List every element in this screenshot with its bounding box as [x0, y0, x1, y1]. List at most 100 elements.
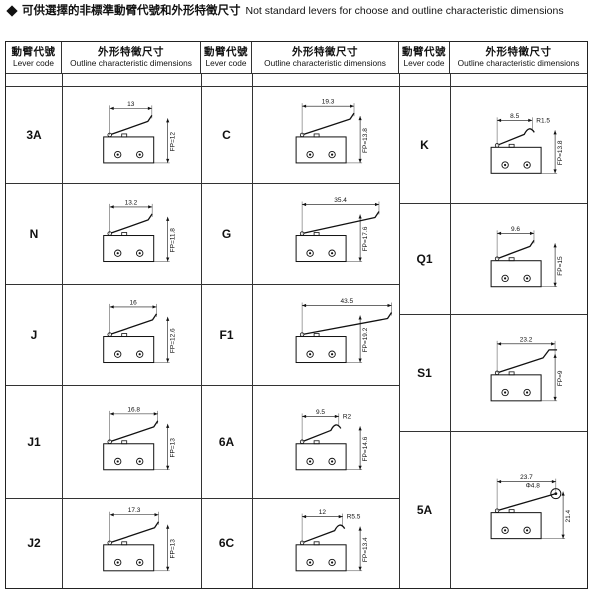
terminal-dot [526, 277, 529, 280]
actuator-button [313, 440, 320, 445]
header-dim-zh: 外形特徵尺寸 [98, 46, 164, 58]
column-divider [62, 74, 63, 588]
lever-diagram-g: 35.4FP=17.6 [295, 197, 380, 263]
terminal-hole [136, 150, 144, 159]
lever-code-n: N [29, 226, 39, 241]
lever-code-6a: 6A [218, 434, 235, 449]
terminal-dot [309, 460, 312, 463]
terminal-hole [306, 150, 314, 159]
actuator-button [508, 371, 515, 376]
header-dim-zh: 外形特徵尺寸 [292, 46, 358, 58]
length-value: 23.7 [520, 474, 533, 481]
terminal-hole [306, 249, 314, 257]
actuator-button [508, 257, 515, 262]
fp-value: FP=13.8 [362, 128, 369, 153]
actuator-button [121, 333, 128, 337]
terminal-hole [501, 388, 509, 397]
fp-value: FP=12 [170, 132, 177, 152]
terminal-hole [306, 558, 314, 567]
actuator-button [121, 541, 128, 546]
lever-diagram-j2: 17.3FP=13 [103, 507, 177, 572]
lever-arm [109, 213, 153, 235]
header-dimensions-3: 外形特徵尺寸 Outline characteristic dimensions [450, 42, 587, 74]
lever-arm [301, 112, 355, 136]
header-lever-code-1: 動臂代號 Lever code [6, 42, 62, 74]
lever-arm [301, 312, 393, 336]
terminal-hole [328, 350, 336, 358]
terminal-dot [526, 163, 529, 167]
dimension-arrows [302, 414, 339, 419]
row-divider [6, 385, 201, 386]
column-divider [399, 74, 400, 588]
lever-arm [496, 493, 557, 512]
row-divider [201, 183, 399, 184]
terminal-hole [328, 457, 336, 466]
terminal-dot [331, 561, 334, 564]
lever-code-j2: J2 [27, 536, 41, 550]
row-divider [6, 498, 201, 499]
switch-body [103, 544, 155, 572]
terminal-dot [504, 529, 507, 532]
terminal-hole [501, 526, 509, 534]
header-dim-en: Outline characteristic dimensions [264, 58, 386, 68]
length-value: 16.8 [127, 406, 140, 413]
terminal-dot [116, 561, 119, 564]
lever-diagram-j1: 16.8FP=13 [103, 406, 177, 471]
length-value: 8.5 [510, 113, 519, 120]
fp-value: FP=13 [170, 539, 177, 559]
terminal-hole [136, 457, 144, 466]
lever-arm [301, 424, 342, 443]
header-dim-zh: 外形特徵尺寸 [485, 46, 552, 58]
header-dimensions-1: 外形特徵尺寸 Outline characteristic dimensions [62, 42, 201, 74]
terminal-hole [136, 558, 144, 567]
switch-body [295, 136, 347, 164]
length-value: 13.2 [125, 199, 138, 206]
terminal-dot [331, 252, 334, 255]
terminal-dot [331, 353, 334, 356]
header-dim-en: Outline characteristic dimensions [70, 58, 192, 68]
radius-value: R1.5 [536, 117, 550, 124]
header-lever-code-2: 動臂代號 Lever code [201, 42, 252, 74]
header-dimensions-2: 外形特徵尺寸 Outline characteristic dimensions [252, 42, 399, 74]
terminal-dot [116, 153, 119, 156]
lever-code-q1: Q1 [416, 251, 433, 266]
switch-body [103, 336, 155, 364]
lever-arm [496, 349, 558, 374]
terminal-dot [331, 460, 334, 463]
lever-code-5a: 5A [416, 502, 433, 517]
column-divider [201, 74, 202, 588]
length-value: 17.3 [128, 507, 141, 514]
lever-diagram-n: 13.2FP=11.8 [103, 199, 177, 263]
fp-value: FP=14.6 [362, 436, 369, 461]
header-code-en: Lever code [205, 58, 247, 68]
header-dim-en: Outline characteristic dimensions [457, 58, 580, 68]
actuator-button [121, 440, 128, 445]
switch-body [490, 146, 542, 174]
terminal-dot [138, 252, 141, 255]
header-code-en: Lever code [403, 58, 445, 68]
terminal-dot [504, 391, 507, 394]
lever-arm [496, 239, 535, 260]
switch-body [295, 336, 347, 364]
lever-arm [109, 420, 159, 443]
length-value: 43.5 [340, 298, 353, 305]
actuator-button [508, 509, 515, 514]
length-value: 23.2 [520, 336, 533, 343]
terminal-hole [523, 526, 531, 534]
dimension-arrows [497, 118, 533, 122]
fp-value: 21.4 [565, 509, 572, 522]
row-divider [6, 183, 201, 184]
title-chinese: 可供選擇的非標準動臂代號和外形特徵尺寸 [22, 5, 241, 17]
fp-value: FP=13.4 [362, 537, 369, 562]
terminal-hole [501, 161, 509, 169]
terminal-hole [306, 457, 314, 466]
header-code-zh: 動臂代號 [402, 46, 446, 58]
switch-body [103, 235, 155, 263]
length-value: 9.6 [511, 226, 520, 233]
terminal-hole [306, 350, 314, 358]
terminal-hole [328, 249, 336, 257]
terminal-hole [328, 150, 336, 159]
roller-diameter: Φ4.8 [526, 483, 541, 490]
terminal-hole [136, 249, 144, 257]
